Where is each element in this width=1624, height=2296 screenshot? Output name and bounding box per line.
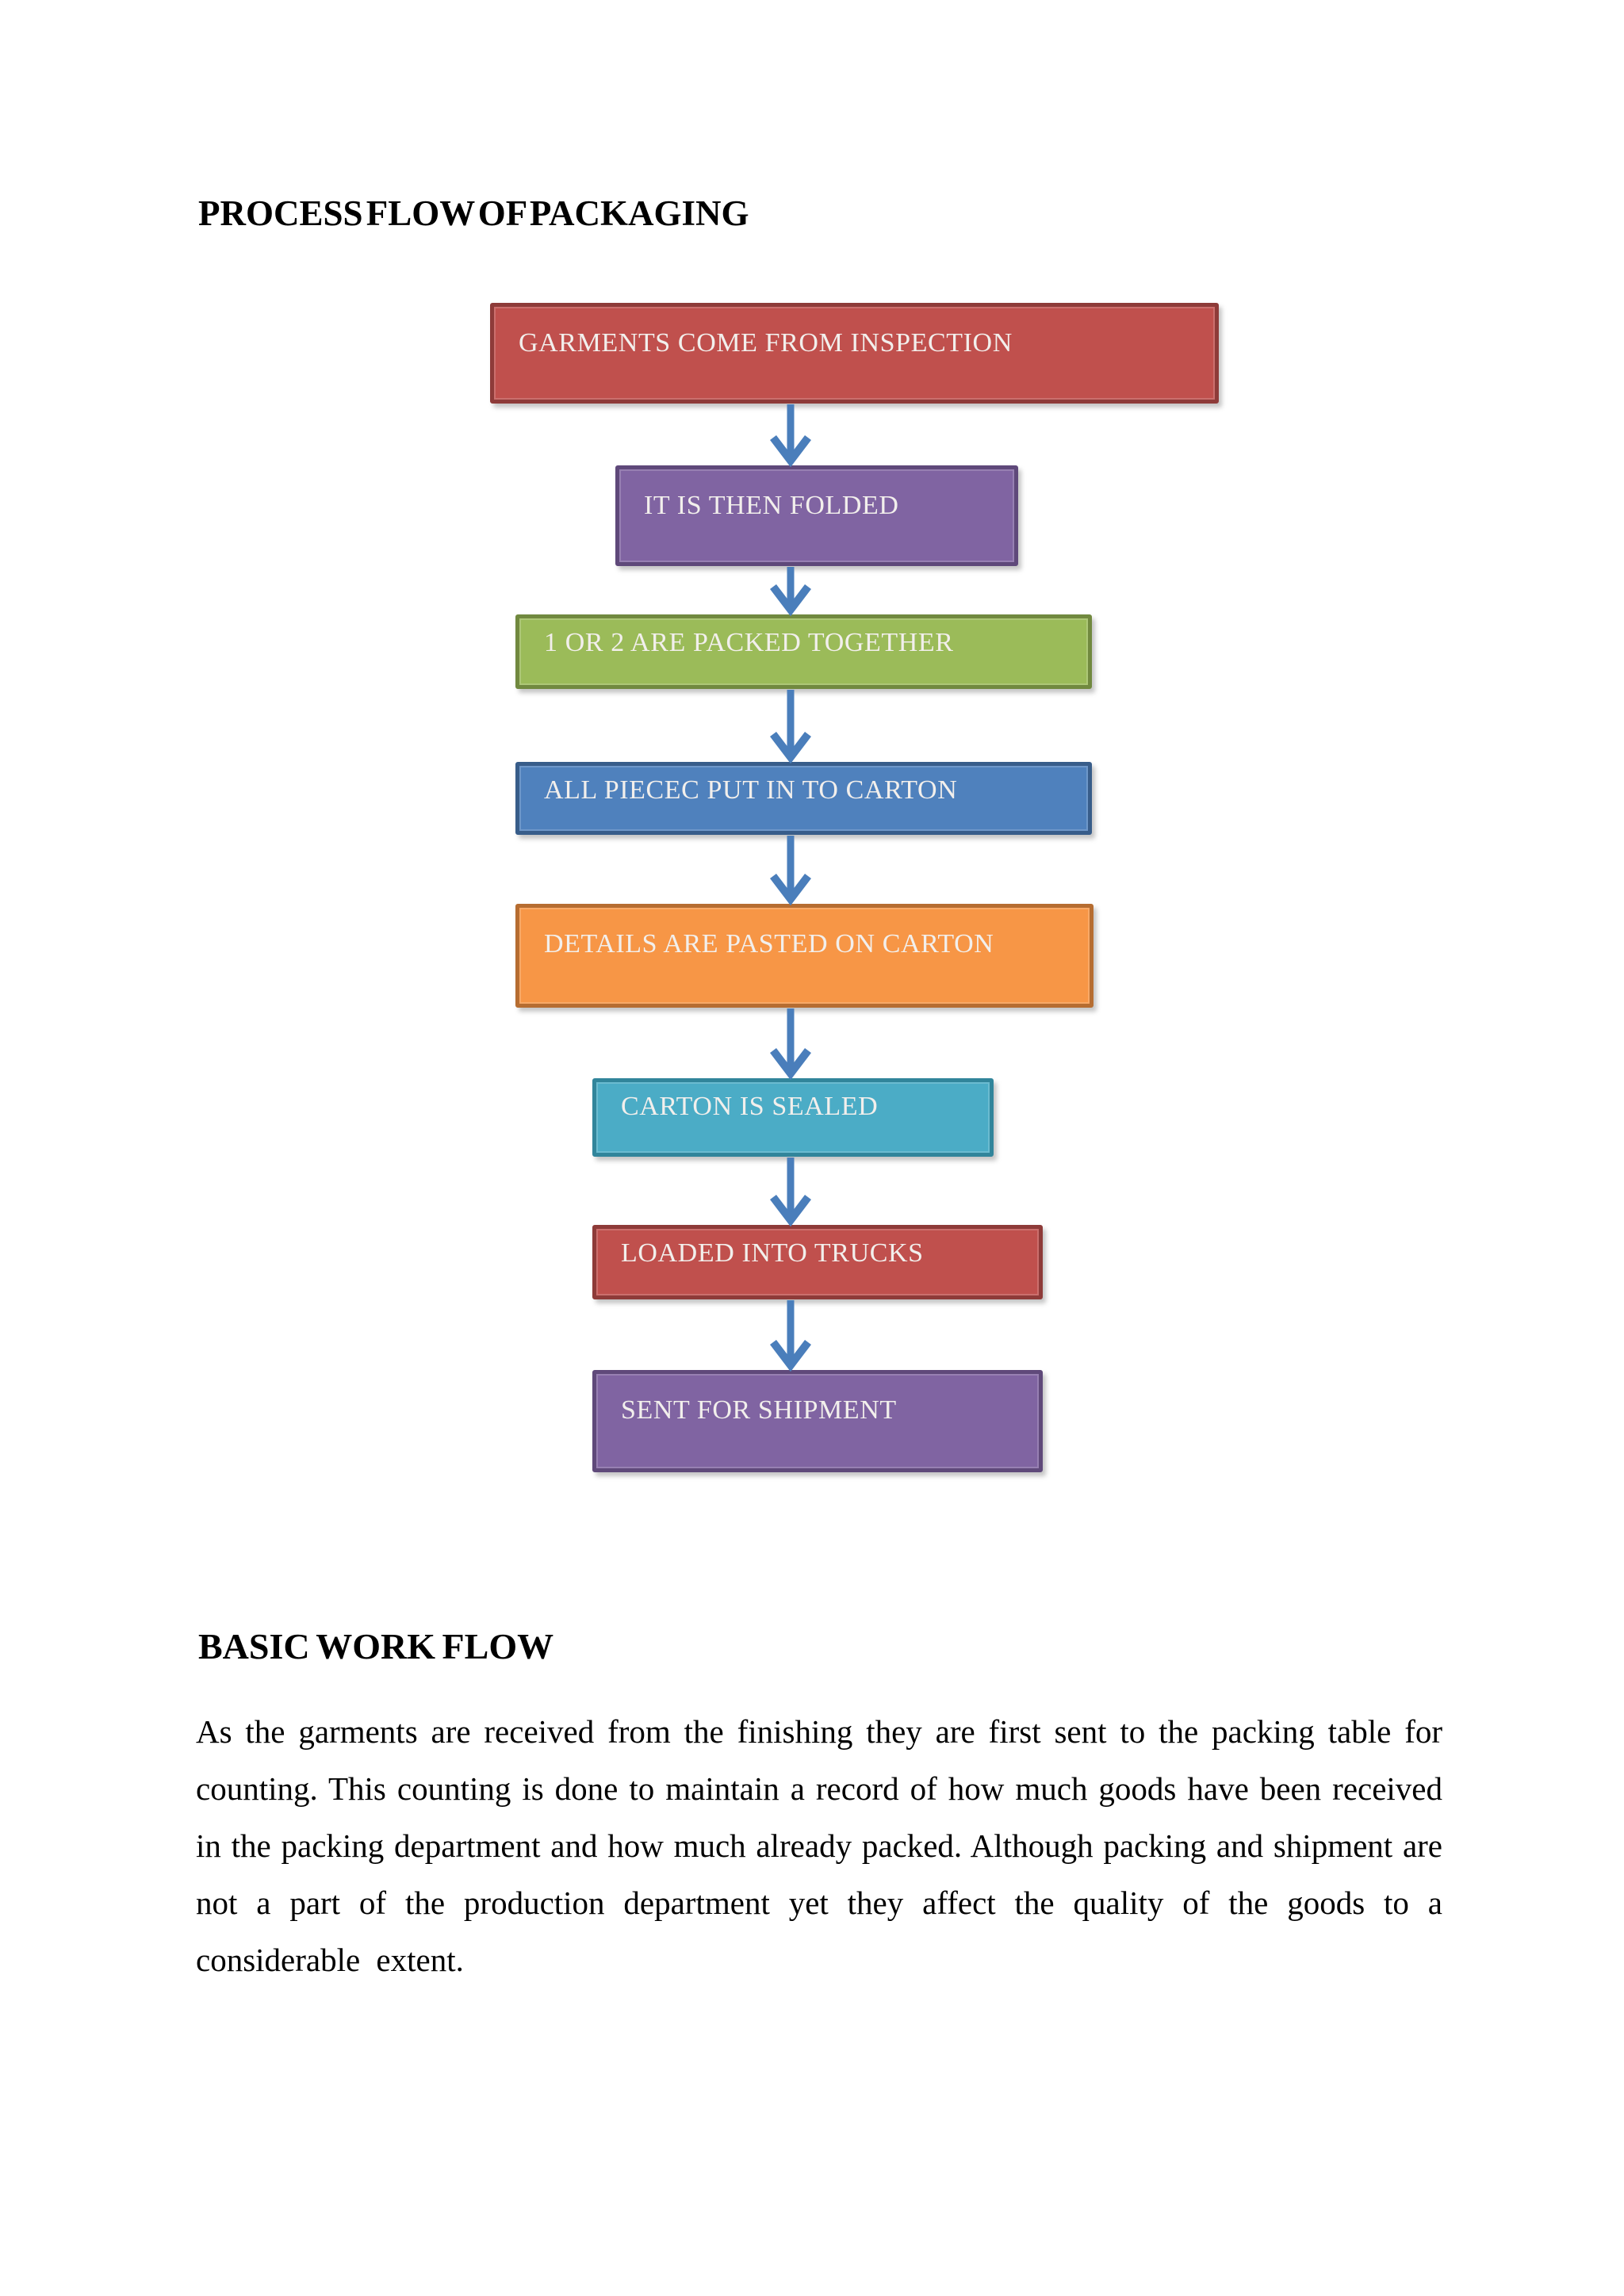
flow-step-all-pieces-put-into-carton: ALL PIECEC PUT IN TO CARTON — [515, 762, 1092, 835]
paragraph-line: counting. This counting is done to maint… — [196, 1770, 1442, 1807]
page-title: PROCESS FLOW OF PACKAGING — [198, 193, 749, 233]
flow-step-carton-is-sealed: CARTON IS SEALED — [592, 1078, 994, 1157]
down-arrow-icon — [770, 567, 811, 617]
down-arrow-icon — [770, 690, 811, 764]
down-arrow-icon — [770, 1008, 811, 1081]
down-arrow-icon — [770, 1300, 811, 1372]
flow-step-details-pasted-on-carton: DETAILS ARE PASTED ON CARTON — [515, 904, 1094, 1008]
flow-step-it-is-then-folded: IT IS THEN FOLDED — [615, 465, 1018, 566]
down-arrow-icon — [770, 1158, 811, 1227]
down-arrow-icon — [770, 836, 811, 906]
flow-step-loaded-into-trucks: LOADED INTO TRUCKS — [592, 1225, 1043, 1299]
paragraph-line: considerable extent. — [196, 1942, 464, 1978]
flow-step-garments-come-from-inspection: GARMENTS COME FROM INSPECTION — [490, 303, 1219, 404]
flow-step-sent-for-shipment: SENT FOR SHIPMENT — [592, 1370, 1043, 1472]
body-paragraph: As the garments are received from the fi… — [196, 1703, 1442, 1988]
section-heading: BASIC WORK FLOW — [198, 1626, 554, 1667]
down-arrow-icon — [770, 404, 811, 468]
flow-step-1-or-2-packed-together: 1 OR 2 ARE PACKED TOGETHER — [515, 614, 1092, 689]
paragraph-line: not a part of the production department … — [196, 1885, 1442, 1921]
paragraph-line: As the garments are received from the fi… — [196, 1713, 1442, 1750]
paragraph-line: in the packing department and how much a… — [196, 1827, 1442, 1864]
